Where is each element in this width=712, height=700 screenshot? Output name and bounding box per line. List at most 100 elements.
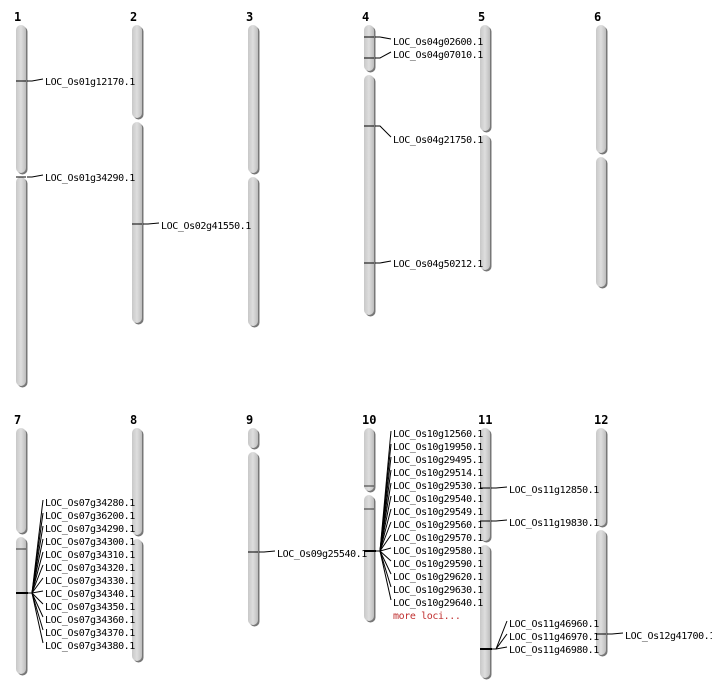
locus-connector xyxy=(375,51,392,59)
locus-label: LOC_Os01g34290.1 xyxy=(45,173,135,184)
chromosome-number: 10 xyxy=(362,413,376,427)
chromosome-number: 6 xyxy=(594,10,601,24)
locus-label: LOC_Os11g46960.1 xyxy=(509,619,599,630)
long-arm xyxy=(480,135,490,270)
short-arm xyxy=(132,25,142,118)
locus-label: LOC_Os02g41550.1 xyxy=(161,221,251,232)
locus-connector xyxy=(375,125,392,138)
locus-connector xyxy=(259,550,276,553)
short-arm xyxy=(596,25,606,153)
long-arm xyxy=(132,122,142,323)
short-arm xyxy=(596,428,606,526)
locus-label: LOC_Os07g36200.1 xyxy=(45,511,135,522)
locus-label: LOC_Os07g34360.1 xyxy=(45,615,135,626)
chromosome-number: 2 xyxy=(130,10,137,24)
locus-label: LOC_Os07g34380.1 xyxy=(45,641,135,652)
locus-label: LOC_Os07g34280.1 xyxy=(45,498,135,509)
long-arm xyxy=(248,177,258,326)
locus-label: LOC_Os10g29640.1 xyxy=(393,598,483,609)
chromosome-11 xyxy=(480,428,508,680)
chromosome-number: 12 xyxy=(594,413,608,427)
locus-label: LOC_Os11g19830.1 xyxy=(509,518,599,529)
locus-connector xyxy=(27,592,44,644)
chromosome-number: 9 xyxy=(246,413,253,427)
locus-label: LOC_Os07g34310.1 xyxy=(45,550,135,561)
locus-label: LOC_Os10g29549.1 xyxy=(393,507,483,518)
locus-label: LOC_Os07g34370.1 xyxy=(45,628,135,639)
long-arm xyxy=(16,177,26,386)
locus-label: LOC_Os10g29590.1 xyxy=(393,559,483,570)
locus-label: LOC_Os04g50212.1 xyxy=(393,259,483,270)
locus-connector xyxy=(491,646,508,650)
locus-label: LOC_Os12g41700.1 xyxy=(625,631,712,642)
long-arm xyxy=(596,530,606,655)
more-loci-link[interactable]: more loci... xyxy=(393,611,461,622)
long-arm xyxy=(364,495,374,621)
short-arm xyxy=(480,25,490,131)
locus-connector xyxy=(491,519,508,522)
chromosome-4 xyxy=(364,25,392,317)
locus-label: LOC_Os07g34350.1 xyxy=(45,602,135,613)
chromosome-3 xyxy=(248,25,260,328)
locus-connector xyxy=(27,174,44,178)
locus-label: LOC_Os10g29495.1 xyxy=(393,455,483,466)
chromosome-number: 8 xyxy=(130,413,137,427)
locus-label: LOC_Os10g29514.1 xyxy=(393,468,483,479)
locus-label: LOC_Os04g21750.1 xyxy=(393,135,483,146)
chromosome-number: 1 xyxy=(14,10,21,24)
chromosome-layer xyxy=(16,25,624,680)
locus-label: LOC_Os10g29570.1 xyxy=(393,533,483,544)
long-arm xyxy=(364,75,374,315)
locus-connector xyxy=(27,78,44,82)
short-arm xyxy=(248,428,258,448)
chromosome-5 xyxy=(480,25,492,272)
locus-label: LOC_Os07g34330.1 xyxy=(45,576,135,587)
chromosome-2 xyxy=(132,25,160,325)
locus-label: LOC_Os04g02600.1 xyxy=(393,37,483,48)
locus-label: LOC_Os01g12170.1 xyxy=(45,77,135,88)
locus-connector xyxy=(375,550,392,601)
locus-label: LOC_Os11g12850.1 xyxy=(509,485,599,496)
short-arm xyxy=(364,428,374,491)
locus-connector xyxy=(491,486,508,489)
locus-connector xyxy=(375,36,392,40)
short-arm xyxy=(16,25,26,173)
locus-label: LOC_Os11g46970.1 xyxy=(509,632,599,643)
locus-label: LOC_Os10g19950.1 xyxy=(393,442,483,453)
chromosome-7 xyxy=(16,428,44,676)
chromosome-6 xyxy=(596,25,608,289)
locus-label: LOC_Os10g29630.1 xyxy=(393,585,483,596)
long-arm xyxy=(596,157,606,287)
locus-label: LOC_Os10g29620.1 xyxy=(393,572,483,583)
short-arm xyxy=(364,25,374,71)
locus-connector xyxy=(607,632,624,635)
locus-label: LOC_Os11g46980.1 xyxy=(509,645,599,656)
chromosome-number: 3 xyxy=(246,10,253,24)
long-arm xyxy=(16,537,26,674)
locus-label: LOC_Os10g29580.1 xyxy=(393,546,483,557)
chromosome-number: 7 xyxy=(14,413,21,427)
chromosome-12 xyxy=(596,428,624,657)
chromosome-9 xyxy=(248,428,276,627)
chromosome-number: 11 xyxy=(478,413,492,427)
short-arm xyxy=(248,25,258,173)
locus-label: LOC_Os10g29560.1 xyxy=(393,520,483,531)
chromosome-1 xyxy=(16,25,44,388)
chromosome-8 xyxy=(132,428,144,663)
short-arm xyxy=(16,428,26,533)
short-arm xyxy=(480,428,490,541)
locus-label: LOC_Os07g34340.1 xyxy=(45,589,135,600)
locus-connector xyxy=(375,260,392,264)
short-arm xyxy=(132,428,142,535)
locus-label: LOC_Os04g07010.1 xyxy=(393,50,483,61)
long-arm xyxy=(132,539,142,661)
long-arm xyxy=(248,452,258,625)
chromosome-10 xyxy=(364,428,392,623)
chromosome-number: 4 xyxy=(362,10,369,24)
locus-label: LOC_Os10g29540.1 xyxy=(393,494,483,505)
locus-label: LOC_Os10g29530.1 xyxy=(393,481,483,492)
locus-label: LOC_Os07g34300.1 xyxy=(45,537,135,548)
locus-label: LOC_Os07g34320.1 xyxy=(45,563,135,574)
